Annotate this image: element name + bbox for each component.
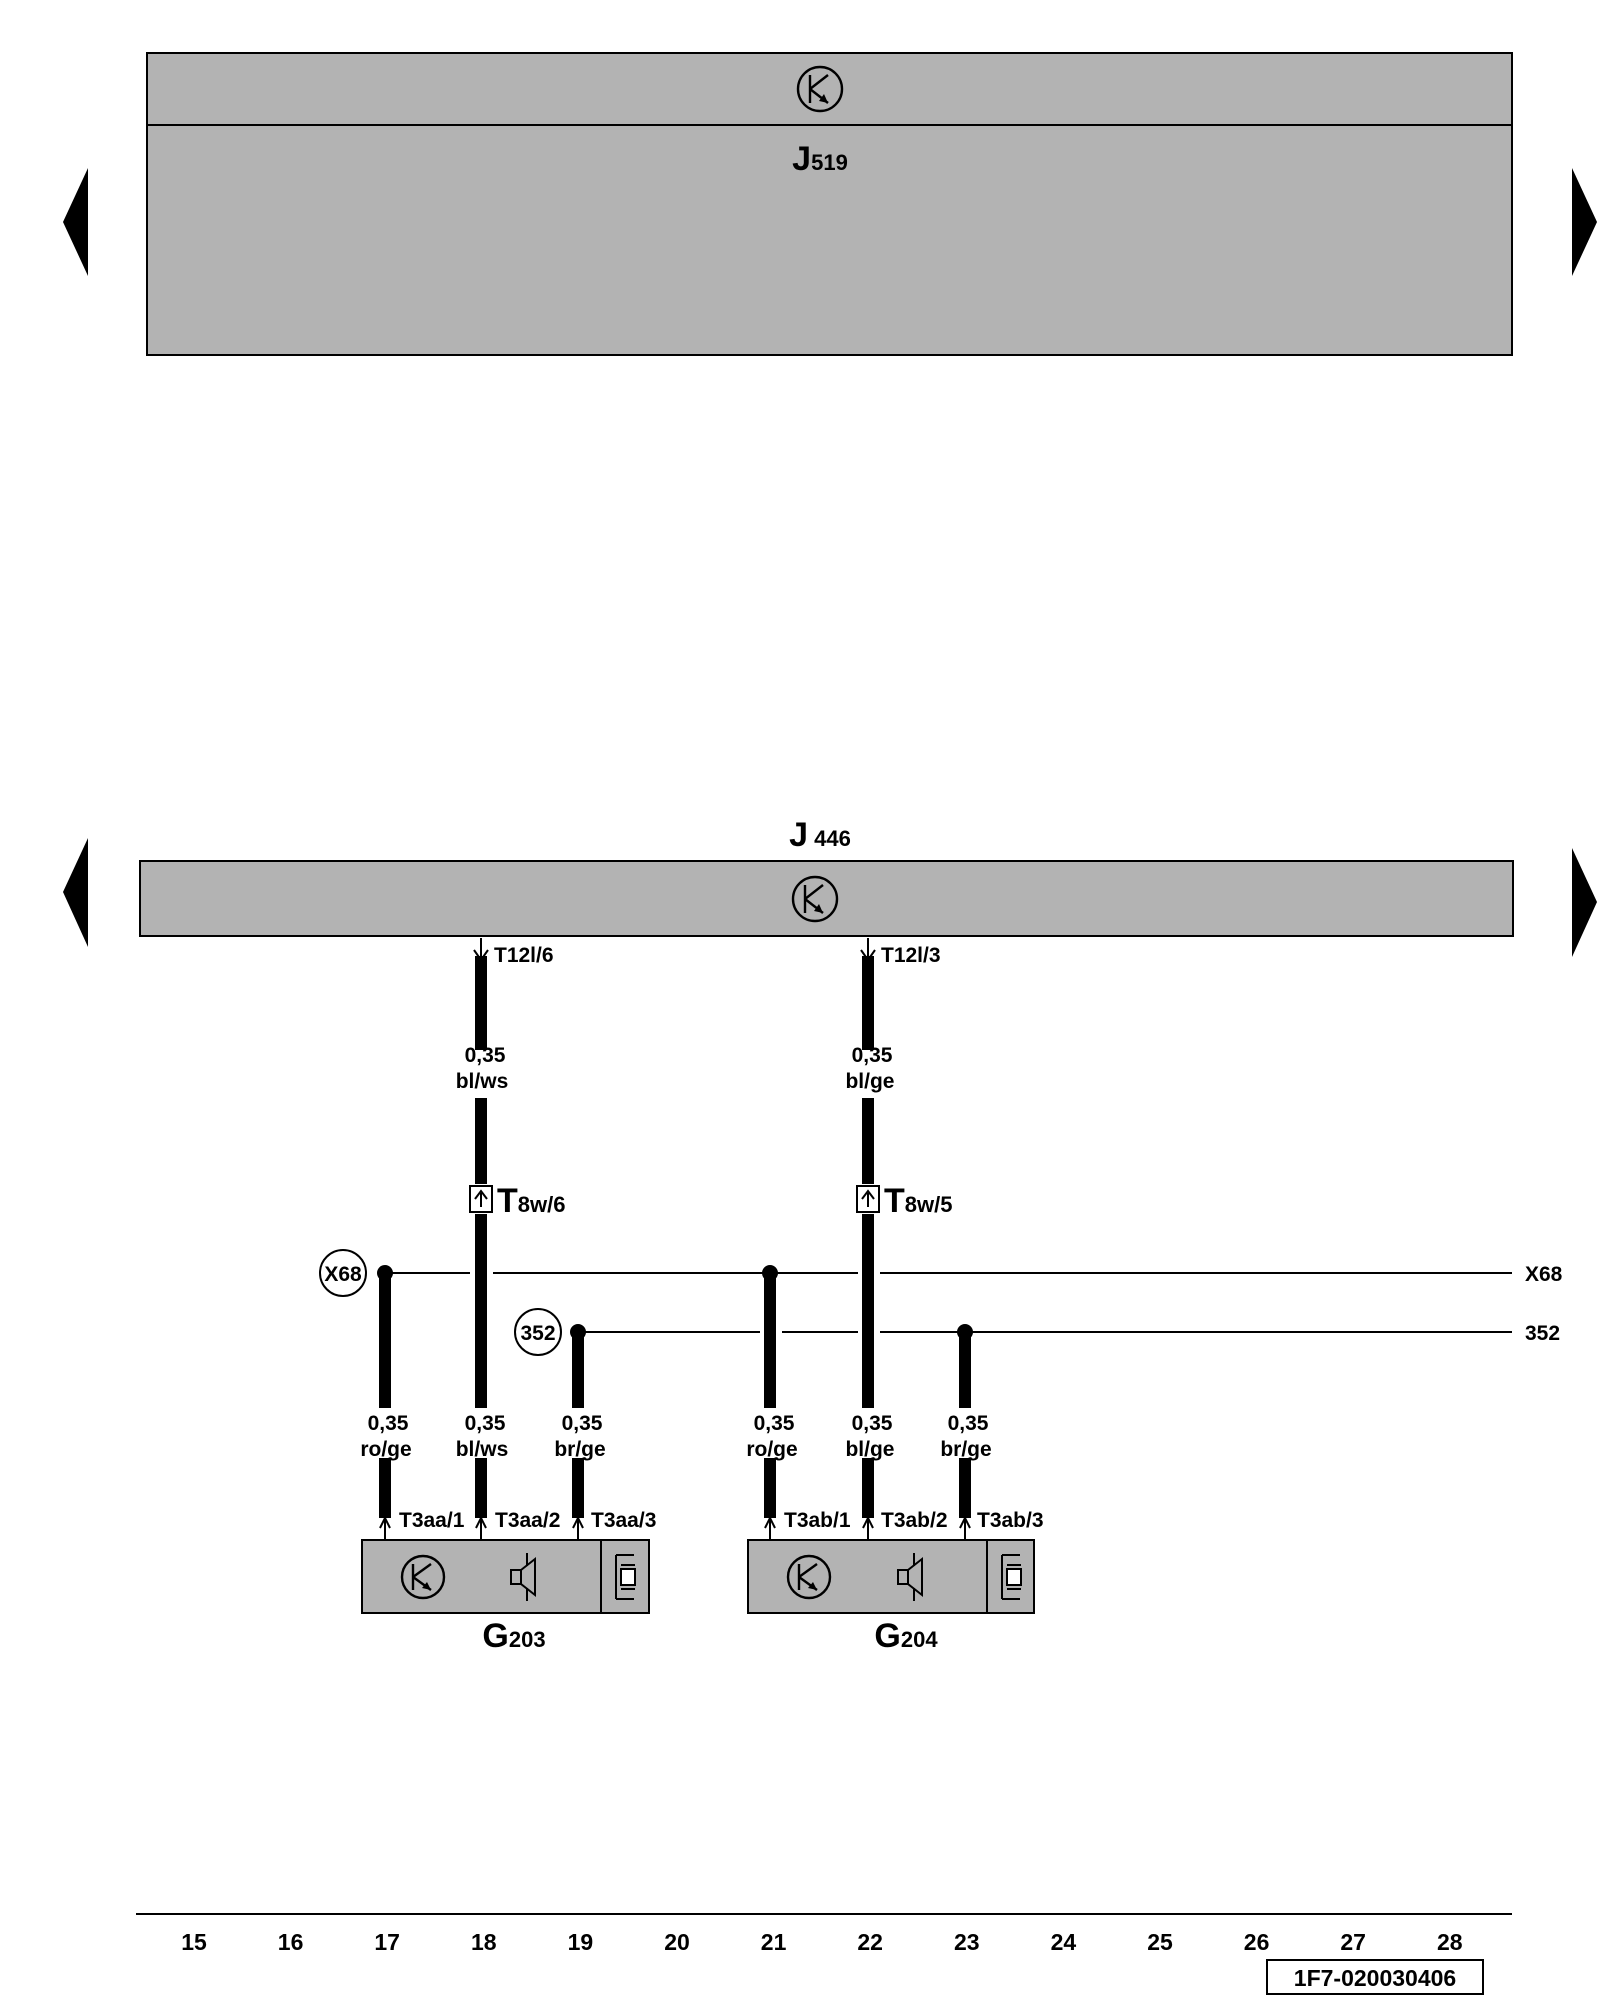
column-number: 15	[181, 1929, 207, 1955]
vibration-sensor-icon	[1001, 1554, 1022, 1600]
bus-x68: X68 X68	[319, 1249, 1563, 1297]
svg-text:bl/ws: bl/ws	[456, 1438, 509, 1461]
svg-text:0,35: 0,35	[754, 1412, 795, 1435]
svg-text:0,35: 0,35	[368, 1412, 409, 1435]
pins-g204: T3ab/1 T3ab/2 T3ab/3	[764, 1509, 1044, 1540]
module-j519-label: J519	[792, 140, 848, 178]
inline-connector-t8w-5-label: T8w/5	[884, 1182, 952, 1220]
svg-text:0,35: 0,35	[852, 1412, 893, 1435]
column-number: 16	[278, 1929, 304, 1955]
wire-col18-upper-label: 0,35 bl/ws	[456, 1044, 509, 1093]
column-number: 26	[1244, 1929, 1270, 1955]
svg-text:0,35: 0,35	[852, 1044, 893, 1067]
svg-text:0,35: 0,35	[948, 1412, 989, 1435]
svg-text:0,35: 0,35	[465, 1044, 506, 1067]
svg-text:0,35: 0,35	[465, 1412, 506, 1435]
component-g203-label: G203	[482, 1617, 545, 1655]
column-number: 17	[374, 1929, 400, 1955]
component-g204-label: G204	[874, 1617, 938, 1655]
nav-next-mid-arrow[interactable]	[1572, 848, 1597, 957]
wire-col22-upper-label: 0,35 bl/ge	[845, 1044, 894, 1093]
electronic-control-icon	[796, 65, 844, 113]
column-number: 24	[1051, 1929, 1077, 1955]
pin-t12-6-label: T12l/6	[494, 944, 554, 967]
module-j519: J519	[146, 52, 1513, 356]
wire-col17-label: 0,35 ro/ge	[360, 1412, 411, 1461]
column-number: 23	[954, 1929, 980, 1955]
svg-text:0,35: 0,35	[562, 1412, 603, 1435]
column-number: 22	[857, 1929, 883, 1955]
pin-t3ab-1-label: T3ab/1	[784, 1509, 851, 1532]
pin-t3ab-3-label: T3ab/3	[977, 1509, 1044, 1532]
inline-connector-t8w-6-label: T8w/6	[497, 1182, 565, 1220]
component-g204: G204	[747, 1539, 1035, 1655]
column-number: 18	[471, 1929, 497, 1955]
svg-text:ro/ge: ro/ge	[746, 1438, 797, 1461]
component-g203: G203	[361, 1539, 650, 1655]
svg-text:ro/ge: ro/ge	[360, 1438, 411, 1461]
pin-t3aa-1-label: T3aa/1	[399, 1509, 465, 1532]
speaker-icon	[510, 1553, 536, 1601]
nav-prev-top-arrow[interactable]	[63, 168, 88, 276]
speaker-icon	[897, 1553, 923, 1601]
diagram-id-box	[1266, 1959, 1484, 1995]
electronic-control-icon	[400, 1554, 446, 1600]
pin-t12-6: T12l/6	[473, 938, 554, 967]
diagram-id: 1F7-020030406	[1294, 1965, 1456, 1991]
inline-connector-t8w-5: T8w/5	[856, 1182, 952, 1220]
column-number: 25	[1147, 1929, 1173, 1955]
svg-text:bl/ge: bl/ge	[845, 1438, 894, 1461]
svg-text:br/ge: br/ge	[940, 1438, 991, 1461]
column-number: 28	[1437, 1929, 1463, 1955]
column-number: 19	[568, 1929, 594, 1955]
svg-text:bl/ge: bl/ge	[845, 1070, 894, 1093]
pin-t3ab-2-label: T3ab/2	[881, 1509, 948, 1532]
pin-t3aa-3-label: T3aa/3	[591, 1509, 656, 1532]
electronic-control-icon	[786, 1554, 832, 1600]
pin-t12-3-label: T12l/3	[881, 944, 941, 967]
bus-352-circle-label: 352	[520, 1322, 555, 1345]
bus-352-end-label: 352	[1525, 1322, 1560, 1345]
inline-connector-t8w-6: T8w/6	[469, 1182, 565, 1220]
bus-x68-end-label: X68	[1525, 1263, 1563, 1286]
wire-col23-label: 0,35 br/ge	[940, 1412, 991, 1461]
svg-text:br/ge: br/ge	[554, 1438, 605, 1461]
pin-t3aa-2-label: T3aa/2	[495, 1509, 560, 1532]
bus-352: 352 352	[514, 1308, 1560, 1356]
electronic-control-icon	[791, 875, 839, 923]
column-number: 27	[1340, 1929, 1366, 1955]
wire-col21-label: 0,35 ro/ge	[746, 1412, 797, 1461]
column-numbers: 15 16 17 18 19 20 21 22 23 24 25 26 27 28	[181, 1929, 1463, 1955]
wire-col19-label: 0,35 br/ge	[554, 1412, 605, 1461]
bus-x68-circle-label: X68	[324, 1263, 362, 1286]
nav-next-top-arrow[interactable]	[1572, 168, 1597, 276]
wire-col22-label: 0,35 bl/ge	[845, 1412, 894, 1461]
svg-text:bl/ws: bl/ws	[456, 1070, 509, 1093]
nav-prev-mid-arrow[interactable]	[63, 838, 88, 947]
vibration-sensor-icon	[615, 1554, 636, 1600]
column-number: 21	[761, 1929, 787, 1955]
column-number: 20	[664, 1929, 690, 1955]
pin-t12-3: T12l/3	[860, 938, 941, 967]
wire-col18-label: 0,35 bl/ws	[456, 1412, 509, 1461]
pins-g203: T3aa/1 T3aa/2 T3aa/3	[379, 1509, 656, 1540]
